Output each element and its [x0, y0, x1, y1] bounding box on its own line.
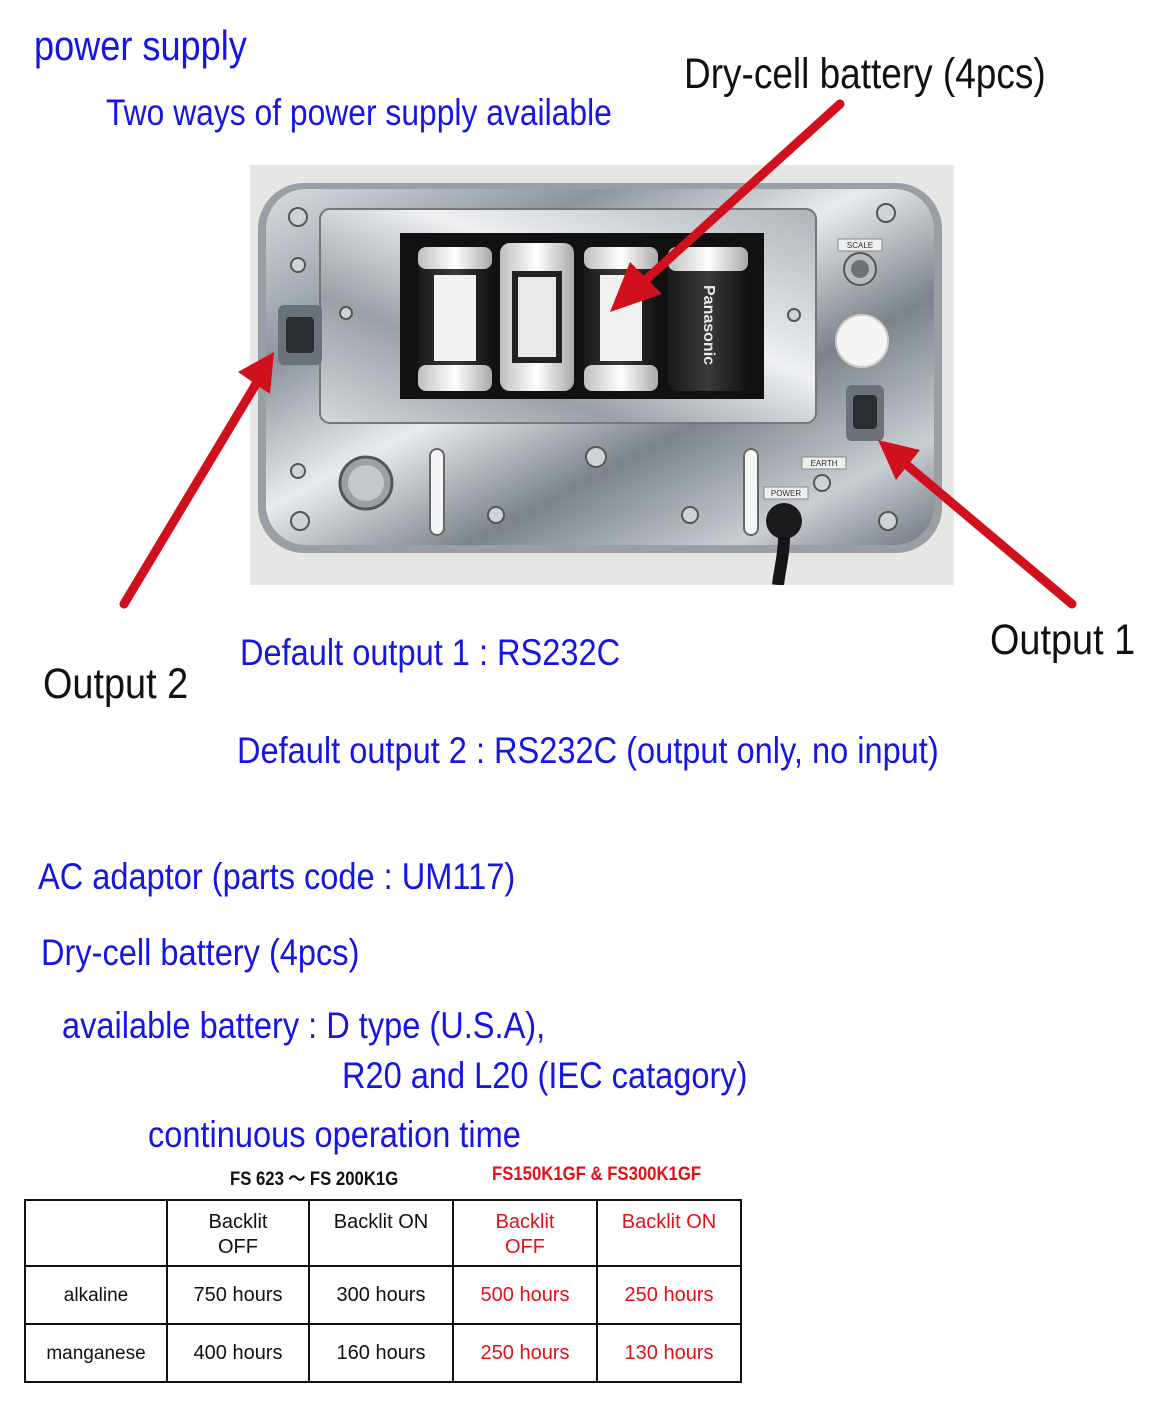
panel-screws — [288, 203, 898, 531]
output2-connector — [278, 305, 322, 365]
table-cell: 250 hours — [452, 1323, 598, 1383]
available-battery-line1: available battery : D type (U.S.A), — [62, 1005, 546, 1046]
table-row: manganese 400 hours 160 hours 250 hours … — [24, 1323, 742, 1383]
dry-cell-text: Dry-cell battery (4pcs) — [41, 932, 360, 973]
table-cell: 250 hours — [596, 1265, 742, 1325]
model-group-a-label: FS 623 ～ FS 200K1G — [230, 1169, 399, 1190]
table-cell: 500 hours — [452, 1265, 598, 1325]
output1-callout-label: Output 1 — [990, 616, 1136, 664]
page-title: power supply — [34, 22, 247, 69]
table-cell: 400 hours — [166, 1323, 310, 1383]
page-subtitle: Two ways of power supply available — [106, 92, 612, 133]
output1-connector — [846, 385, 884, 441]
table-cell: 130 hours — [596, 1323, 742, 1383]
default-output1-text: Default output 1 : RS232C — [240, 632, 621, 673]
table-header-cell: Backlit ON — [596, 1199, 742, 1267]
table-row-label: manganese — [24, 1323, 168, 1383]
power-port-label: POWER — [771, 489, 801, 498]
power-cable — [772, 536, 790, 585]
scale-port-label: SCALE — [847, 241, 873, 250]
continuous-operation-heading: continuous operation time — [148, 1114, 521, 1155]
table-header-cell — [24, 1199, 168, 1267]
battery-brand-text: Panasonic — [700, 285, 717, 365]
table-row: alkaline 750 hours 300 hours 500 hours 2… — [24, 1265, 742, 1325]
table-cell: 160 hours — [308, 1323, 454, 1383]
battery-callout-label: Dry-cell battery (4pcs) — [684, 50, 1046, 98]
table-header-cell: Backlit ON — [308, 1199, 454, 1267]
default-output2-text: Default output 2 : RS232C (output only, … — [237, 730, 939, 771]
power-jack — [766, 503, 802, 539]
table-row-label: alkaline — [24, 1265, 168, 1325]
available-battery-line2: R20 and L20 (IEC catagory) — [342, 1055, 748, 1096]
table-cell: 300 hours — [308, 1265, 454, 1325]
back-panel-photo: Panasonic SCALE EARTH POWER — [250, 165, 954, 585]
table-cell: 750 hours — [166, 1265, 310, 1325]
output2-callout-label: Output 2 — [43, 660, 189, 708]
earth-label: EARTH — [811, 459, 838, 468]
model-group-b-label: FS150K1GF & FS300K1GF — [492, 1164, 702, 1185]
output2-arrow — [119, 379, 261, 609]
ac-adaptor-text: AC adaptor (parts code : UM117) — [38, 856, 516, 897]
